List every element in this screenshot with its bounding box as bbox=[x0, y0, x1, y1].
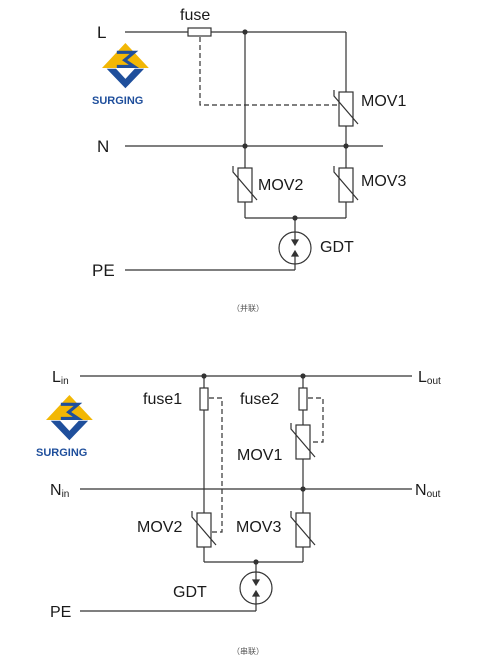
label-mov3: MOV3 bbox=[236, 519, 281, 536]
label-l: L bbox=[97, 23, 106, 42]
logo-text: SURGING bbox=[36, 447, 87, 459]
label-mov3: MOV3 bbox=[361, 173, 406, 190]
junction-dot bbox=[201, 373, 207, 379]
label-gdt: GDT bbox=[173, 584, 207, 601]
junction-dot bbox=[300, 373, 306, 379]
label-mov2: MOV2 bbox=[137, 519, 182, 536]
mov1-symbol bbox=[333, 90, 359, 127]
surging-logo-icon bbox=[44, 393, 95, 442]
logo-text: SURGING bbox=[92, 95, 143, 107]
mov2-symbol bbox=[232, 166, 258, 203]
caption-series: （串联） bbox=[232, 647, 264, 656]
caption-parallel: （并联） bbox=[232, 303, 264, 313]
label-fuse1: fuse1 bbox=[143, 391, 182, 408]
junction-dot bbox=[343, 143, 349, 149]
mov2-symbol bbox=[191, 511, 217, 548]
fuse1-symbol bbox=[199, 387, 209, 411]
logo-bottom: SURGING bbox=[36, 393, 95, 459]
thermal-link-dashed bbox=[199, 37, 339, 106]
junction-dot bbox=[242, 143, 248, 149]
junction-dot bbox=[242, 29, 248, 35]
diagram-series-labels: Lin Lout Nin Nout PE fuse1 fuse2 MOV1 MO… bbox=[50, 369, 441, 656]
thermal-link-left bbox=[209, 397, 223, 533]
label-gdt: GDT bbox=[320, 239, 354, 256]
label-mov1: MOV1 bbox=[237, 447, 282, 464]
diagram-parallel-labels: L N PE fuse MOV1 MOV2 MOV3 GDT （并联） bbox=[92, 7, 406, 313]
diagram-series bbox=[80, 373, 412, 612]
label-l-out: Lout bbox=[418, 369, 441, 387]
label-pe: PE bbox=[50, 604, 71, 621]
junction-dot bbox=[253, 559, 259, 565]
thermal-link-right bbox=[308, 397, 324, 443]
diagram-parallel bbox=[125, 27, 383, 271]
label-fuse2: fuse2 bbox=[240, 391, 279, 408]
surging-logo-icon bbox=[100, 41, 151, 90]
fuse2-symbol bbox=[298, 387, 308, 411]
label-fuse: fuse bbox=[180, 7, 210, 24]
label-pe: PE bbox=[92, 261, 115, 280]
label-mov1: MOV1 bbox=[361, 93, 406, 110]
gdt-symbol bbox=[278, 231, 312, 265]
logo-top: SURGING bbox=[92, 41, 151, 107]
label-l-in: Lin bbox=[52, 369, 69, 387]
junction-dot bbox=[292, 215, 298, 221]
gdt-symbol bbox=[239, 571, 273, 605]
label-n-in: Nin bbox=[50, 482, 69, 500]
junction-dot bbox=[300, 486, 306, 492]
mov3-symbol bbox=[333, 166, 359, 203]
mov1-symbol bbox=[290, 423, 316, 460]
label-mov2: MOV2 bbox=[258, 177, 303, 194]
mov3-symbol bbox=[290, 511, 316, 548]
label-n-out: Nout bbox=[415, 482, 441, 500]
fuse-symbol bbox=[187, 27, 212, 37]
label-n: N bbox=[97, 137, 109, 156]
